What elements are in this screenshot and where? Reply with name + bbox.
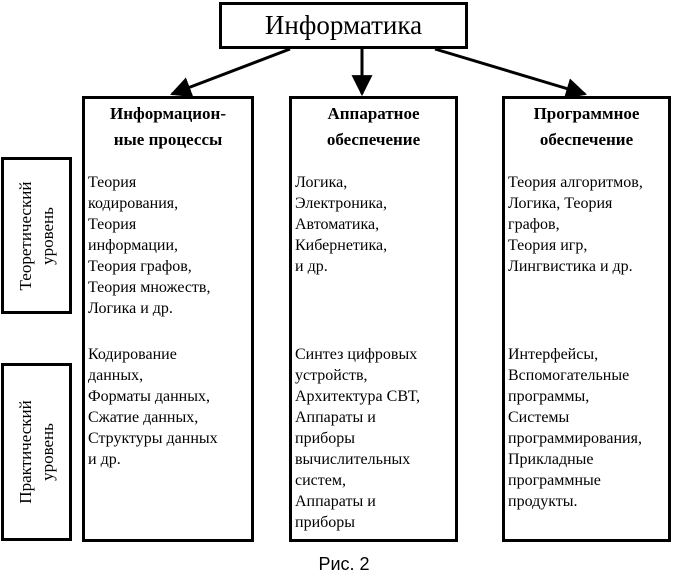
- column-hardware: Аппаратное обеспечение Логика, Электрони…: [289, 96, 458, 542]
- column-information-processes: Информацион- ные процессы Теория кодиров…: [82, 96, 254, 542]
- arrow-to-column-0: [170, 47, 291, 98]
- column-software: Программное обеспечение Теория алгоритмо…: [502, 96, 671, 542]
- column-practice-text: Синтез цифровых устройств, Архитектура С…: [295, 346, 420, 531]
- level-theory-label: Теоретический уровень: [15, 181, 57, 290]
- root-node: Информатика: [219, 2, 468, 49]
- column-theory-text: Теория кодирования, Теория информации, Т…: [88, 174, 211, 317]
- column-practice-text: Интерфейсы, Вспомогательные программы, С…: [508, 346, 642, 510]
- column-title: Аппаратное обеспечение: [326, 104, 421, 149]
- level-practice: Практический уровень: [1, 363, 72, 541]
- figure-caption: Рис. 2: [318, 554, 370, 574]
- level-theory: Теоретический уровень: [1, 157, 72, 314]
- level-practice-label: Практический уровень: [15, 400, 57, 504]
- root-label: Информатика: [264, 10, 423, 40]
- column-practice-text: Кодирование данных, Форматы данных, Сжат…: [88, 346, 218, 468]
- column-theory-text: Теория алгоритмов, Логика, Теория графов…: [508, 174, 643, 275]
- column-title: Информацион- ные процессы: [110, 104, 226, 149]
- arrow-to-column-2: [434, 47, 588, 99]
- column-theory-text: Логика, Электроника, Автоматика, Киберне…: [295, 174, 388, 275]
- column-title: Программное обеспечение: [533, 104, 640, 149]
